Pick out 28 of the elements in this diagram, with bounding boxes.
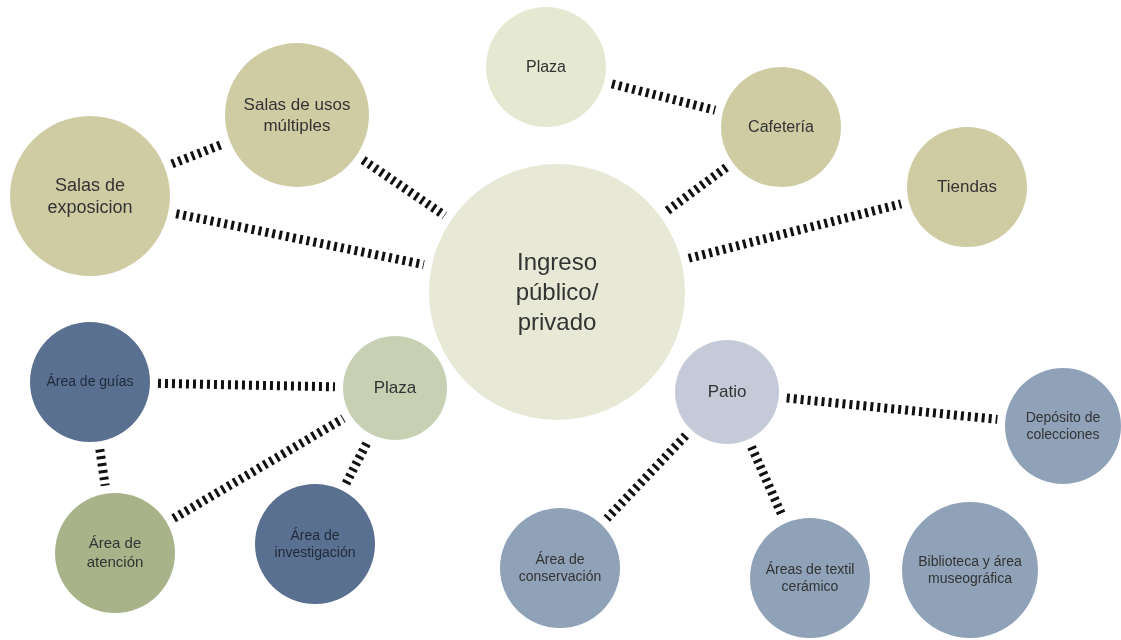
connector-line	[157, 378, 336, 392]
connector-line	[603, 432, 689, 522]
connector-line	[687, 199, 903, 263]
node-label: Cafetería	[748, 117, 814, 137]
connector-line	[663, 163, 729, 215]
connector-line	[342, 439, 372, 486]
node-label: Área de guías	[46, 373, 134, 391]
node-label: Depósito de colecciones	[1024, 408, 1102, 444]
node-label: Biblioteca y área museográfica	[917, 552, 1023, 588]
node-label: Áreas de textil cerámico	[764, 560, 856, 596]
connector-line	[610, 79, 717, 115]
node-label: Salas de exposicion	[46, 173, 134, 219]
node-label: Área de investigación	[273, 526, 357, 562]
connector-line	[360, 156, 448, 220]
node-label: Patio	[707, 381, 747, 403]
node-label: Área de conservación	[517, 550, 603, 586]
node-label: Ingreso público/ privado	[514, 247, 600, 337]
connector-line	[747, 444, 787, 518]
connector-line	[786, 393, 998, 424]
node-label: Tiendas	[937, 176, 997, 198]
node-label: Área de atención	[85, 534, 145, 572]
node-label: Plaza	[526, 57, 566, 77]
node-label: Salas de usos múltiples	[242, 93, 352, 137]
connector-line	[170, 139, 225, 169]
node-label: Plaza	[373, 377, 417, 399]
connector-line	[175, 209, 425, 270]
connector-line	[95, 448, 110, 487]
connector-line	[171, 414, 346, 523]
